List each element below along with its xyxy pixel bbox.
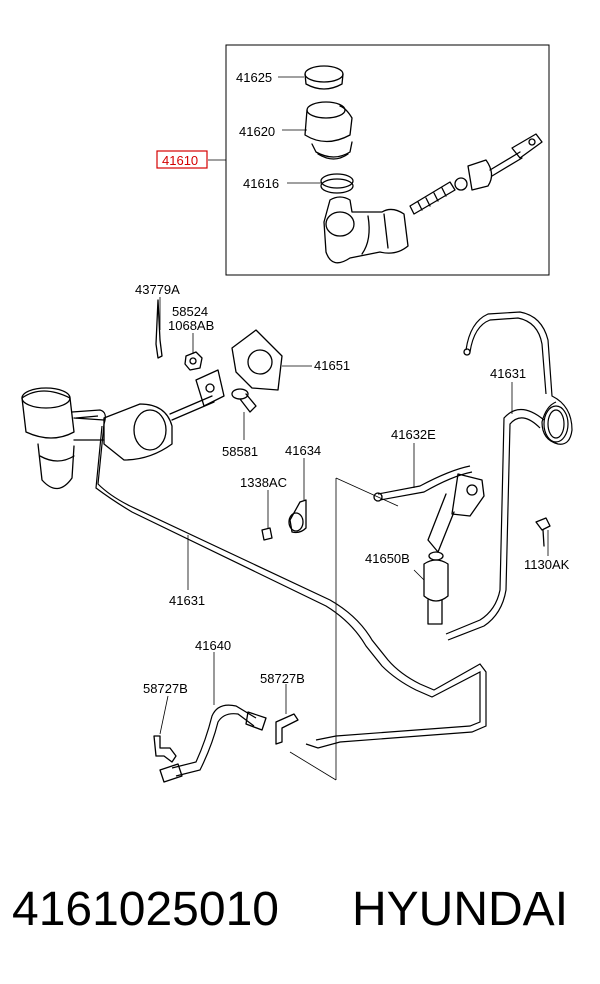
brand-name: HYUNDAI: [352, 883, 569, 936]
clip-58727B-right-part: [275, 713, 299, 745]
hose-41640-part: [159, 704, 267, 783]
nut-1068AB-part: [184, 351, 203, 371]
callout-41616: 41616: [243, 176, 279, 191]
bracket-part: [288, 499, 307, 534]
callout-41640: 41640: [195, 638, 231, 653]
hose-clamp-part: [320, 173, 354, 194]
callout-1338AC: 1338AC: [240, 475, 287, 490]
clip-58727B-left-part: [153, 735, 177, 763]
callout-43779A: 43779A: [135, 282, 180, 297]
gasket-part: [231, 329, 283, 391]
clevis-pin-part: [231, 388, 257, 413]
callout-41634: 41634: [285, 443, 321, 458]
hose-41632E-part: [373, 465, 473, 502]
callout-41632E: 41632E: [391, 427, 436, 442]
callout-41650B: 41650B: [365, 551, 410, 566]
master-cylinder-assembly-part: [21, 369, 225, 490]
clutch-pipe-lower-part: [71, 409, 487, 749]
callout-41625: 41625: [236, 70, 272, 85]
callout-41620: 41620: [239, 124, 275, 139]
reservoir-part: [304, 101, 353, 160]
callout-58524: 58524: [172, 304, 208, 319]
callout-1130AK: 1130AK: [524, 557, 570, 572]
callout-1068AB: 1068AB: [168, 318, 214, 333]
clutch-pipe-upper-part: [445, 311, 573, 641]
cotter-pin-part: [155, 299, 163, 359]
piston-rod-part: [409, 133, 543, 215]
callout-41610: 41610: [162, 153, 198, 168]
bolt-1338AC-part: [261, 527, 273, 541]
bolt-1130AK-part: [535, 517, 551, 547]
callout-58581: 58581: [222, 444, 258, 459]
release-cylinder-part: [423, 473, 485, 625]
callout-41610-highlight-box: [156, 150, 208, 169]
mounting-bracket-outline: [289, 477, 399, 781]
callout-58727B-left: 58727B: [143, 681, 188, 696]
leader-58727B-left: [159, 695, 169, 735]
callout-41631-lower: 41631: [169, 593, 205, 608]
part-number: 4161025010: [12, 883, 279, 936]
callout-41631-upper: 41631: [490, 366, 526, 381]
reservoir-cap-part: [304, 65, 344, 90]
leader-41650B: [413, 569, 425, 581]
callout-41651: 41651: [314, 358, 350, 373]
master-cylinder-body-part: [323, 196, 409, 264]
callout-58727B-right: 58727B: [260, 671, 305, 686]
footer-caption: 4161025010 HYUNDAI: [0, 868, 600, 958]
